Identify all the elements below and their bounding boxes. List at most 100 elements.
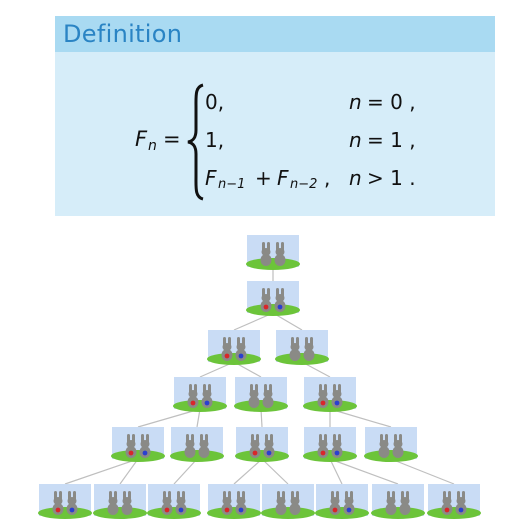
adult-rabbit-pair [427,484,481,519]
case-2-condition: = 1 , [367,128,416,152]
bunny-head [275,248,285,256]
young-rabbit-pair [246,235,300,270]
bunny-head [126,440,136,448]
tree-edge [329,458,399,485]
node-grass [364,450,418,462]
bunny-head [442,497,452,505]
node-grass [261,507,315,519]
definition-header: Definition [55,16,495,52]
bunny-marker [277,304,283,310]
bunny-head [318,390,328,398]
bunny-marker [204,400,210,406]
adult-rabbit-pair [315,484,369,519]
node-grass [275,353,329,365]
bunny-marker [320,400,326,406]
bunny-head [188,390,198,398]
bunny-head [290,343,300,351]
node-grass [234,400,288,412]
bunny-head [222,497,232,505]
adult-rabbit-pair [173,377,227,412]
bunny-head [290,497,300,505]
bunny-marker [55,507,61,513]
node-grass [147,507,201,519]
case-3-condition: > 1 . [367,166,416,190]
bunny-marker [334,400,340,406]
node-grass [303,450,357,462]
bunny-body [184,446,196,458]
case-1-value: 0, [205,90,225,114]
adult-rabbit-pair [207,330,261,365]
bunny-head [199,440,209,448]
bunny-head [249,390,259,398]
bunny-head [332,440,342,448]
node-grass [207,507,261,519]
tree-edge [64,458,139,485]
bunny-head [236,497,246,505]
bunny-body [198,446,210,458]
bunny-body [289,349,301,361]
adult-rabbit-pair [207,484,261,519]
tree-edge [261,458,289,485]
bunny-body [274,254,286,266]
tree-edge [260,408,263,428]
bunny-marker [458,507,464,513]
bunny-body [392,446,404,458]
bunny-marker [320,450,326,456]
bunny-body [385,503,397,515]
bunny-marker [444,507,450,513]
case-1-condition: = 0 , [367,90,416,114]
bunny-marker [224,507,230,513]
bunny-body [399,503,411,515]
bunny-marker [190,400,196,406]
bunny-marker [142,450,148,456]
bunny-head [67,497,77,505]
bunny-head [261,294,271,302]
bunny-body [121,503,133,515]
bunny-body [260,254,272,266]
case-3-f1-subscript: n−1 [218,177,246,192]
bunny-head [176,497,186,505]
node-grass [38,507,92,519]
case-1-var: n [349,90,362,114]
young-rabbit-pair [275,330,329,365]
node-grass [371,507,425,519]
bunny-head [202,390,212,398]
tree-edge [233,458,263,485]
tree-edge [119,458,139,485]
bunny-head [304,343,314,351]
node-grass [170,450,224,462]
formula-lhs-subscript: n [148,138,157,154]
bunny-head [344,497,354,505]
young-rabbit-pair [261,484,315,519]
bunny-head [53,497,63,505]
adult-rabbit-pair [147,484,201,519]
bunny-body [289,503,301,515]
adult-rabbit-pair [235,427,289,462]
young-rabbit-pair [371,484,425,519]
case-3-comma: , [324,166,331,190]
node-grass [315,507,369,519]
bunny-marker [238,353,244,359]
bunny-body [378,446,390,458]
bunny-head [108,497,118,505]
bunny-marker [252,450,258,456]
definition-title: Definition [63,20,183,48]
adult-rabbit-pair [111,427,165,462]
bunny-marker [346,507,352,513]
bunny-body [107,503,119,515]
definition-block: Definition F n = 0, n = 0 , 1, n = 1 , F… [55,16,495,216]
bunny-head [264,440,274,448]
node-grass [111,450,165,462]
bunny-head [261,248,271,256]
tree-edge [137,408,201,428]
bunny-head [456,497,466,505]
adult-rabbit-pair [303,377,357,412]
case-3-f1: F [205,166,217,190]
bunny-head [318,440,328,448]
bunny-head [185,440,195,448]
bunny-marker [263,304,269,310]
bunny-head [162,497,172,505]
bunny-head [140,440,150,448]
bunny-marker [334,450,340,456]
